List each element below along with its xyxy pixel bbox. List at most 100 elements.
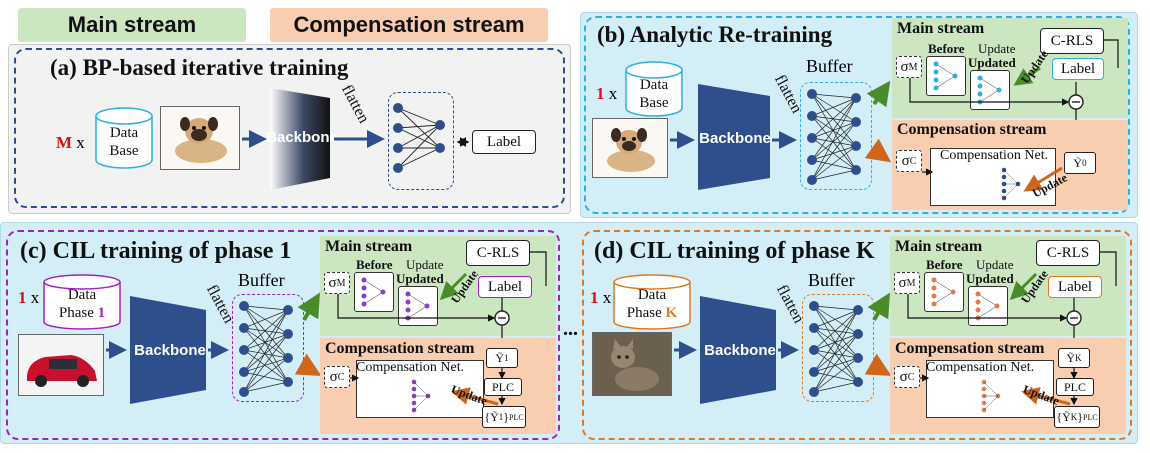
panel-c-y-text: Ỹ bbox=[495, 350, 505, 365]
panel-c-comp-stream-title: Compensation stream bbox=[325, 340, 475, 357]
panel-c-ys-text: {Ỹ bbox=[484, 409, 499, 424]
panel-b-update: Update bbox=[978, 41, 1016, 56]
panel-b-sigma-c-text: σ bbox=[901, 152, 910, 169]
panel-d-sigma-m-sub: M bbox=[906, 277, 916, 289]
panel-b-db-line1: Data bbox=[639, 77, 669, 93]
panel-d-phase-num: K bbox=[665, 305, 678, 321]
panel-d-before-net bbox=[924, 272, 964, 312]
panel-b-sigma-m-sub: M bbox=[908, 61, 918, 73]
dog-image bbox=[592, 118, 668, 178]
panel-a-nn-box bbox=[388, 92, 454, 190]
panel-a-times: x bbox=[76, 133, 85, 152]
panel-d-label: Label bbox=[1048, 276, 1102, 298]
panel-d-frame bbox=[582, 230, 1132, 440]
panel-c-ys-sub: 1 bbox=[498, 412, 504, 422]
panel-c-buffer: Buffer bbox=[238, 270, 285, 290]
panel-b-before-net bbox=[926, 56, 966, 96]
legend-compensation-stream: Compensation stream bbox=[270, 8, 548, 42]
panel-c-sigma-m-sub: M bbox=[336, 277, 346, 289]
panel-d-updated-net bbox=[968, 286, 1008, 326]
panel-d-ys-tail: } bbox=[1077, 409, 1084, 424]
panel-b-title: (b) Analytic Re-training bbox=[597, 22, 833, 47]
panel-d-multiplier: 1 bbox=[590, 288, 599, 307]
panel-b-sigma-c-sub: C bbox=[909, 155, 917, 167]
panel-c-before: Before bbox=[356, 257, 393, 272]
panel-d-sigma-c-text: σ bbox=[899, 368, 908, 385]
panel-d-buffer: Buffer bbox=[808, 270, 855, 290]
panel-c-phase-num: 1 bbox=[97, 305, 106, 321]
panel-c-ys-tail: } bbox=[503, 409, 510, 424]
panel-d-comp-stream-title: Compensation stream bbox=[895, 340, 1045, 357]
panel-c-ys-plc: PLC bbox=[509, 412, 524, 422]
panel-c-times: x bbox=[30, 288, 40, 307]
panel-d-main-stream-title: Main stream bbox=[895, 238, 983, 255]
panel-d-title: (d) CIL training of phase K bbox=[594, 238, 875, 264]
panel-b-comp-stream-title: Compensation stream bbox=[897, 121, 1047, 138]
panel-c-backbone: Backbone bbox=[134, 341, 206, 359]
panel-c-updated-net bbox=[398, 286, 438, 326]
panel-a-backbone: Backbone bbox=[266, 128, 338, 146]
panel-d-sigma-m-text: σ bbox=[898, 274, 907, 291]
panel-a-db-line2: Base bbox=[109, 143, 139, 159]
panel-b-buffer-box bbox=[800, 82, 872, 190]
dog-image bbox=[160, 106, 240, 170]
panel-b-frame bbox=[584, 16, 1130, 214]
panel-b-db-line2: Base bbox=[639, 95, 669, 111]
panel-d-db-line2: Phase bbox=[626, 305, 666, 321]
panel-d-crls: C-RLS bbox=[1036, 240, 1100, 266]
panel-d-update: Update bbox=[976, 257, 1014, 272]
panel-c-update: Update bbox=[406, 257, 444, 272]
panel-d-sigma-c-sub: C bbox=[907, 371, 915, 383]
panel-b-multiplier: 1 bbox=[596, 84, 605, 103]
panel-c-plc: PLC bbox=[484, 378, 522, 396]
panel-c-label: Label bbox=[478, 276, 532, 298]
panel-a-title: (a) BP-based iterative training bbox=[50, 55, 349, 80]
panel-b-label: Label bbox=[1052, 58, 1104, 80]
car-image bbox=[18, 334, 104, 396]
panel-d-comp-net: Compensation Net. bbox=[926, 360, 1035, 375]
panel-d-ys-sub: K bbox=[1070, 412, 1078, 422]
panel-c-db-line1: Data bbox=[67, 287, 97, 303]
panel-d-buffer-box bbox=[802, 294, 874, 402]
panel-c-multiplier: 1 bbox=[18, 288, 27, 307]
panel-a-label: Label bbox=[472, 130, 536, 154]
panel-b-y0-text: Ỹ bbox=[1073, 155, 1083, 170]
panel-b-backbone: Backbone bbox=[699, 129, 771, 147]
panel-b-before: Before bbox=[928, 41, 965, 56]
panel-d-before: Before bbox=[926, 257, 963, 272]
panel-c-db-line2: Phase bbox=[58, 305, 98, 321]
panel-c-updated: Updated bbox=[396, 271, 444, 286]
panel-b-sigma-m-text: σ bbox=[900, 58, 909, 75]
panel-b-main-stream-title: Main stream bbox=[897, 20, 985, 37]
panel-a-frame bbox=[14, 48, 565, 208]
cat-image bbox=[592, 332, 672, 396]
panel-d-ys-text: {Ỹ bbox=[1056, 409, 1071, 424]
panel-c-sigma-m-text: σ bbox=[328, 274, 337, 291]
panel-d-backbone: Backbone bbox=[704, 341, 776, 359]
panel-c-sigma-c-text: σ bbox=[329, 368, 338, 385]
panel-b-times: x bbox=[608, 84, 618, 103]
